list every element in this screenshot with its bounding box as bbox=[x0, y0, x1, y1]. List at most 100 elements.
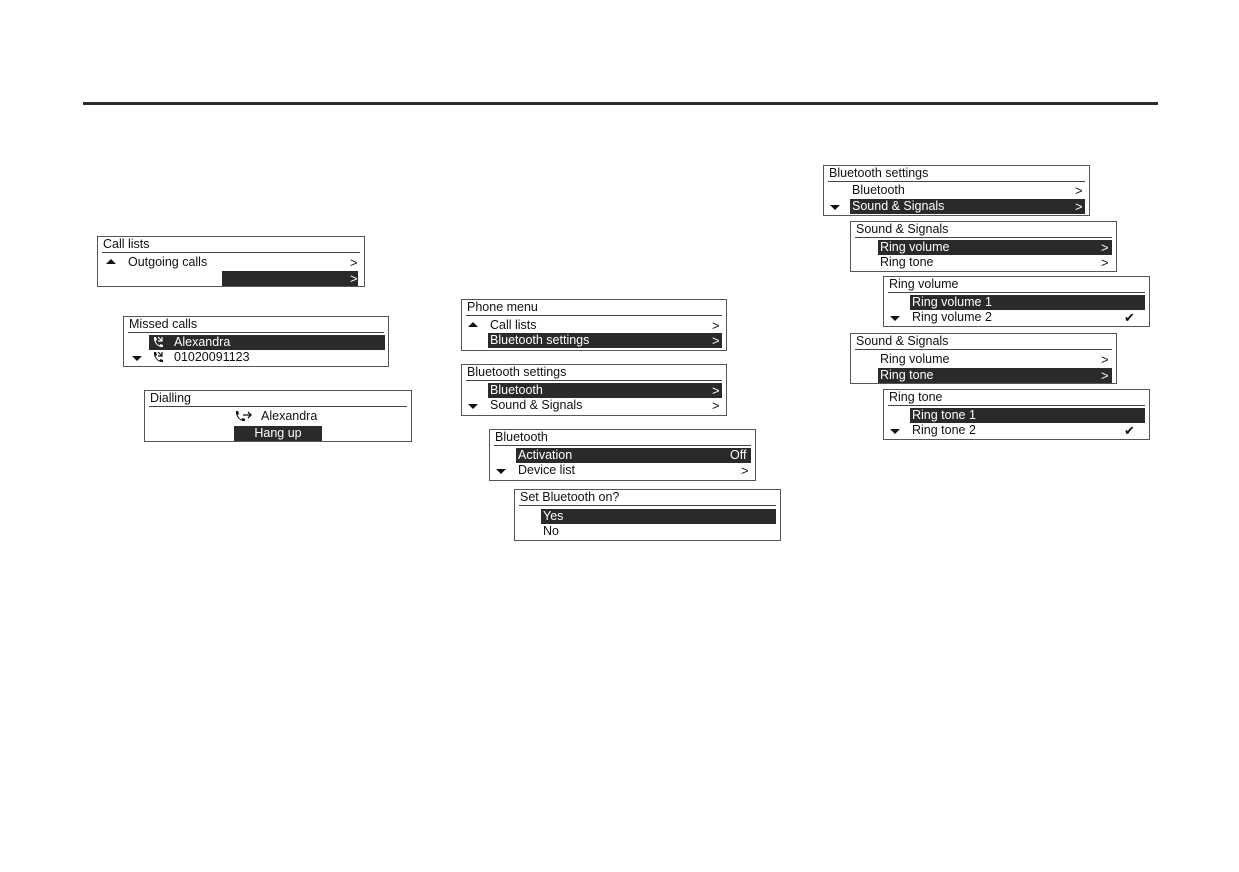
dialling-contact: Alexandra bbox=[145, 409, 411, 424]
option-label: Ring volume 1 bbox=[912, 295, 992, 309]
option-ring-tone-2[interactable]: Ring tone 2 ✔ bbox=[884, 423, 1149, 438]
option-label: Ring tone 1 bbox=[912, 408, 976, 422]
missed-call-icon bbox=[153, 351, 163, 363]
chevron-right-icon: > bbox=[712, 383, 720, 398]
menu-item-label: Bluetooth settings bbox=[490, 333, 590, 347]
menu-item-label: Ring tone bbox=[880, 255, 934, 269]
option-label: Ring tone 2 bbox=[912, 423, 976, 437]
phone-menu-screen: Phone menu Call lists > Bluetooth settin… bbox=[461, 299, 727, 351]
menu-item-bluetooth-settings[interactable]: Bluetooth settings > bbox=[462, 333, 726, 348]
menu-item-label: Bluetooth bbox=[852, 183, 905, 197]
arrow-down-icon[interactable] bbox=[468, 404, 478, 409]
option-label: No bbox=[543, 524, 559, 538]
title-divider bbox=[855, 237, 1112, 238]
set-bluetooth-dialog: Set Bluetooth on? Yes No bbox=[514, 489, 781, 541]
menu-item-sound-signals[interactable]: Sound & Signals > bbox=[462, 398, 726, 413]
menu-item-bluetooth[interactable]: Bluetooth > bbox=[824, 183, 1089, 198]
option-label: Ring volume 2 bbox=[912, 310, 992, 324]
option-yes[interactable]: Yes bbox=[515, 509, 780, 524]
caller-name: Alexandra bbox=[174, 335, 231, 349]
chevron-right-icon: > bbox=[1101, 255, 1109, 270]
hang-up-highlight bbox=[234, 426, 322, 441]
menu-item-label: Sound & Signals bbox=[490, 398, 583, 412]
menu-item-label: Call lists bbox=[490, 318, 537, 332]
arrow-down-icon[interactable] bbox=[890, 429, 900, 434]
option-label: Yes bbox=[543, 509, 564, 523]
hang-up-label: Hang up bbox=[254, 426, 302, 440]
menu-item-ring-tone[interactable]: Ring tone > bbox=[851, 368, 1116, 383]
outgoing-call-icon bbox=[235, 411, 252, 422]
selection-highlight bbox=[910, 408, 1145, 423]
menu-item-missed-calls[interactable]: Missed calls > bbox=[98, 271, 364, 286]
option-no[interactable]: No bbox=[515, 524, 780, 539]
title-divider bbox=[855, 349, 1112, 350]
arrow-up-icon[interactable] bbox=[106, 259, 116, 264]
call-lists-screen: Call lists Outgoing calls > Missed calls… bbox=[97, 236, 365, 287]
missed-calls-screen: Missed calls Alexandra 01020091123 bbox=[123, 316, 389, 367]
arrow-down-icon[interactable] bbox=[890, 316, 900, 321]
check-icon: ✔ bbox=[1124, 423, 1135, 438]
arrow-down-icon[interactable] bbox=[132, 356, 142, 361]
screen-title: Phone menu bbox=[467, 300, 538, 314]
screen-title: Missed calls bbox=[129, 317, 198, 331]
chevron-right-icon: > bbox=[712, 398, 720, 413]
contact-name: Alexandra bbox=[261, 409, 318, 423]
menu-item-activation[interactable]: Activation Off bbox=[490, 448, 755, 463]
screen-title: Sound & Signals bbox=[856, 334, 949, 348]
selection-highlight bbox=[878, 240, 1112, 255]
title-divider bbox=[519, 505, 776, 506]
activation-value: Off bbox=[730, 448, 747, 462]
menu-item-ring-volume[interactable]: Ring volume > bbox=[851, 352, 1116, 367]
selection-highlight bbox=[516, 448, 751, 463]
option-ring-volume-1[interactable]: Ring volume 1 bbox=[884, 295, 1149, 310]
list-item-alexandra[interactable]: Alexandra bbox=[124, 335, 388, 350]
caller-number: 01020091123 bbox=[174, 350, 250, 364]
dialog-title: Set Bluetooth on? bbox=[520, 490, 620, 504]
screen-title: Ring volume bbox=[889, 277, 959, 291]
list-item-number[interactable]: 01020091123 bbox=[124, 350, 388, 365]
menu-item-outgoing-calls[interactable]: Outgoing calls > bbox=[98, 255, 364, 270]
chevron-right-icon: > bbox=[741, 463, 749, 478]
chevron-right-icon: > bbox=[1075, 199, 1083, 214]
chevron-right-icon: > bbox=[1101, 352, 1109, 367]
menu-item-sound-signals[interactable]: Sound & Signals > bbox=[824, 199, 1089, 214]
arrow-down-icon[interactable] bbox=[830, 205, 840, 210]
title-divider bbox=[102, 252, 360, 253]
chevron-right-icon: > bbox=[350, 255, 358, 270]
chevron-right-icon: > bbox=[712, 333, 720, 348]
title-divider bbox=[888, 405, 1145, 406]
dialling-screen: Dialling Alexandra Hang up bbox=[144, 390, 412, 442]
option-ring-volume-2[interactable]: Ring volume 2 ✔ bbox=[884, 310, 1149, 325]
screen-title: Sound & Signals bbox=[856, 222, 949, 236]
arrow-down-icon[interactable] bbox=[496, 469, 506, 474]
title-divider bbox=[494, 445, 751, 446]
selection-highlight bbox=[541, 509, 776, 524]
menu-item-ring-volume[interactable]: Ring volume > bbox=[851, 240, 1116, 255]
menu-item-label: Ring volume bbox=[880, 352, 950, 366]
bluetooth-settings-screen-b: Bluetooth settings Bluetooth > Sound & S… bbox=[823, 165, 1090, 216]
menu-item-label: Sound & Signals bbox=[852, 199, 945, 213]
missed-call-icon bbox=[153, 336, 163, 348]
menu-item-label: Ring volume bbox=[880, 240, 950, 254]
chevron-right-icon: > bbox=[1101, 368, 1109, 383]
title-divider bbox=[828, 181, 1085, 182]
menu-item-label: Device list bbox=[518, 463, 575, 477]
menu-item-bluetooth[interactable]: Bluetooth > bbox=[462, 383, 726, 398]
bluetooth-screen: Bluetooth Activation Off Device list > bbox=[489, 429, 756, 481]
title-divider bbox=[149, 406, 407, 407]
menu-item-device-list[interactable]: Device list > bbox=[490, 463, 755, 478]
sound-signals-screen: Sound & Signals Ring volume > Ring tone … bbox=[850, 221, 1117, 272]
menu-item-label: Missed calls bbox=[128, 271, 197, 285]
chevron-right-icon: > bbox=[350, 271, 358, 286]
screen-title: Call lists bbox=[103, 237, 150, 251]
option-ring-tone-1[interactable]: Ring tone 1 bbox=[884, 408, 1149, 423]
menu-item-call-lists[interactable]: Call lists > bbox=[462, 318, 726, 333]
arrow-up-icon[interactable] bbox=[468, 322, 478, 327]
menu-item-label: Outgoing calls bbox=[128, 255, 208, 269]
title-divider bbox=[888, 292, 1145, 293]
menu-item-label: Bluetooth bbox=[490, 383, 543, 397]
chevron-right-icon: > bbox=[712, 318, 720, 333]
hang-up-button[interactable]: Hang up bbox=[234, 426, 322, 441]
selection-highlight bbox=[488, 333, 722, 348]
menu-item-ring-tone[interactable]: Ring tone > bbox=[851, 255, 1116, 270]
